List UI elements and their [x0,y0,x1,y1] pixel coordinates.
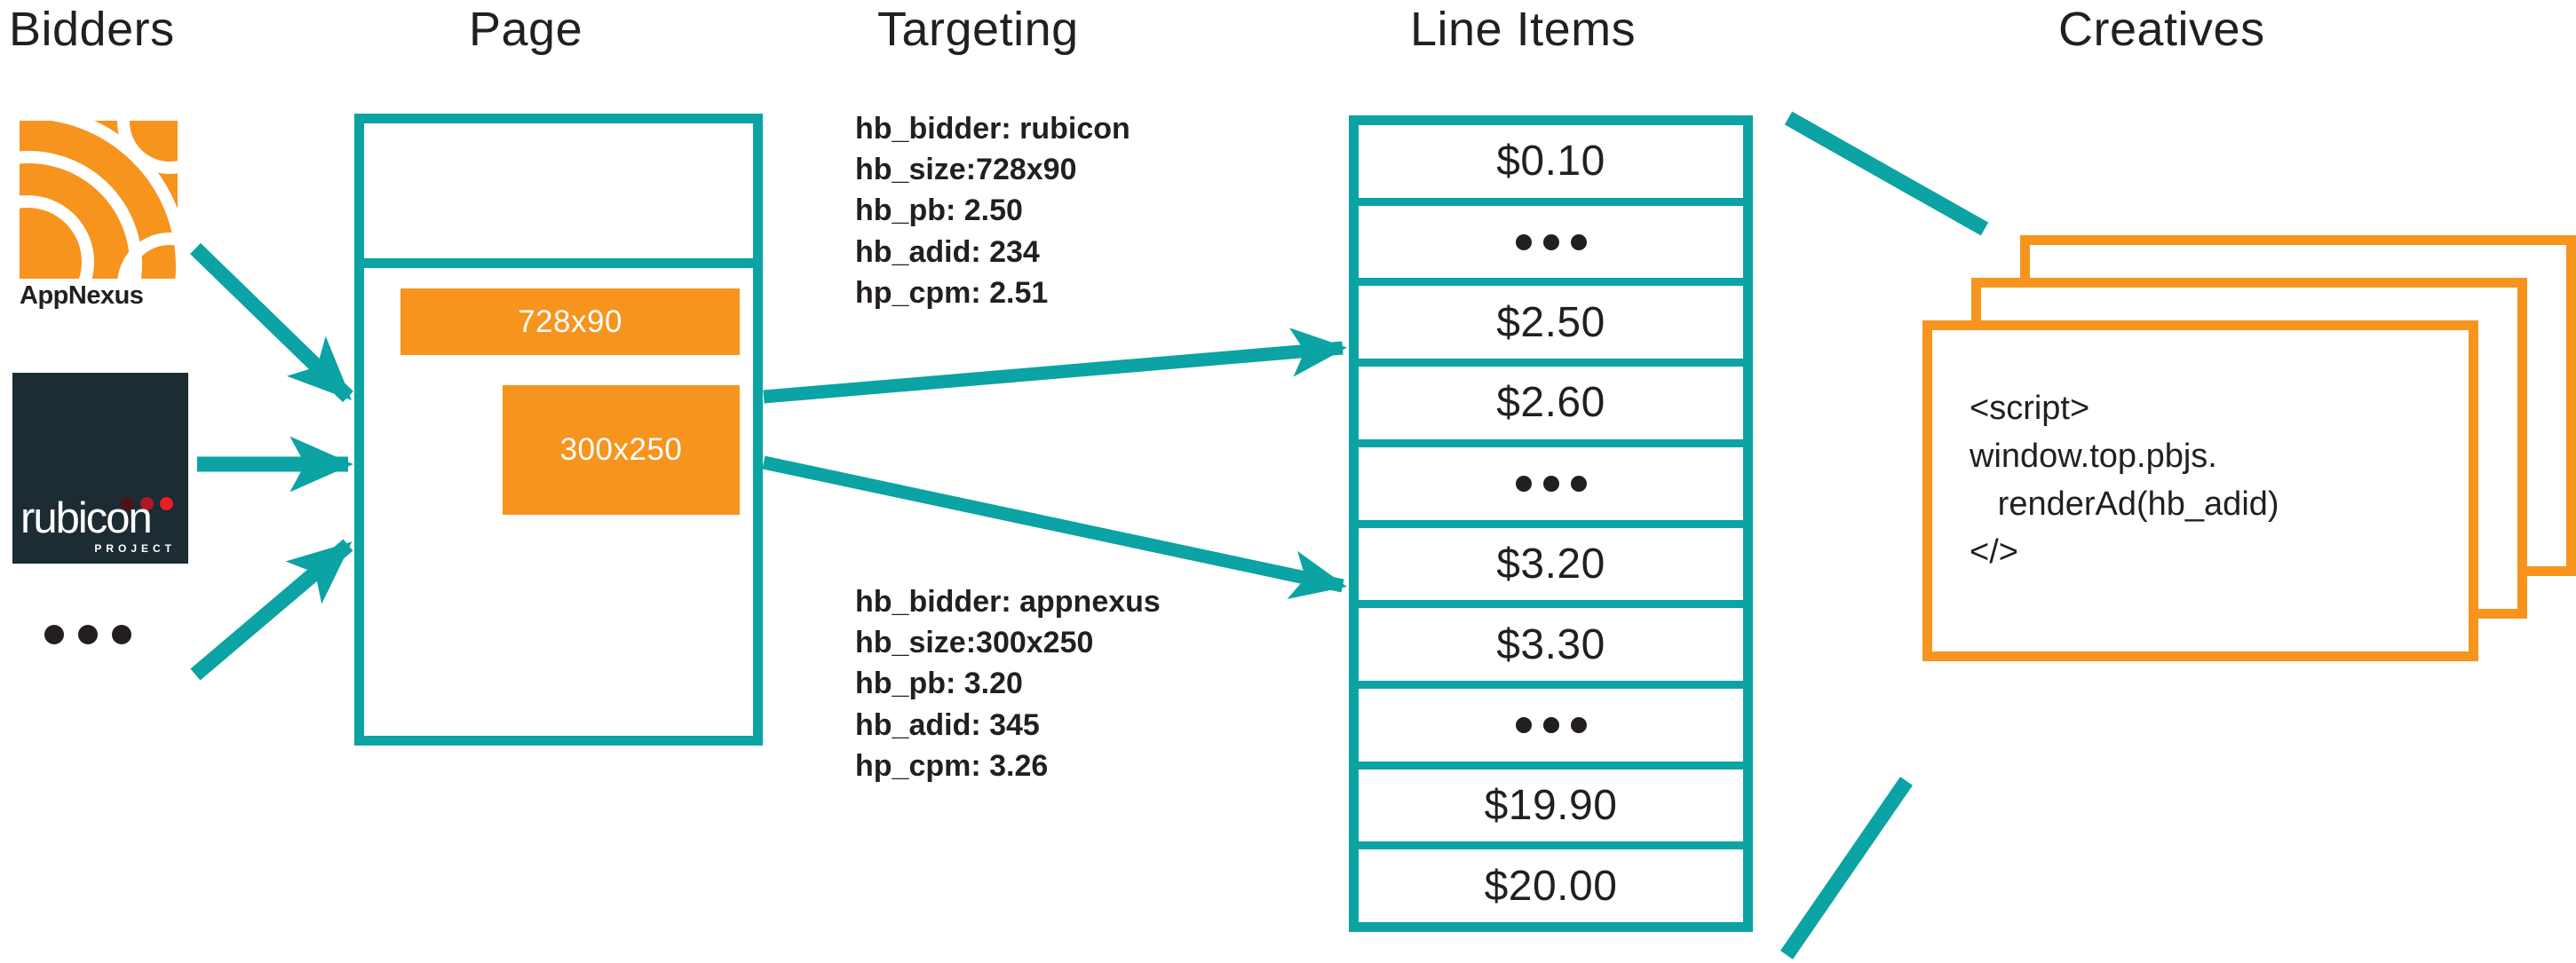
targeting-line-hb-adid: hb_adid: 234 [855,234,1040,269]
bidder-appnexus: AppNexus [20,121,188,311]
column-title-line-items: Line Items [1410,3,1637,56]
rubicon-dots-icon [121,497,173,510]
targeting-line-hb-pb: hb_pb: 3.20 [855,667,1023,701]
rubicon-subtitle: PROJECT [94,542,176,555]
targeting-line-hb-bidder: hb_bidder: appnexus [855,585,1161,619]
targeting-keyvalues-appnexus: hb_bidder: appnexus hb_size:300x250 hb_p… [855,581,1161,786]
ellipsis-dot [112,625,131,644]
line-item-row[interactable]: $3.30 [1359,608,1743,689]
line-item-row-ellipsis [1359,206,1743,287]
column-title-targeting: Targeting [877,3,1079,56]
arrow-page-to-lineitem-320 [762,455,1347,600]
rubicon-project-logo-icon: rubicon PROJECT [12,373,188,564]
connector-lineitems-to-creatives-top [1784,111,1989,236]
arrow-other-bidders-to-page [190,539,353,681]
targeting-line-hb-bidder: hb_bidder: rubicon [855,112,1130,146]
line-items-table: $0.10 $2.50 $2.60 $3.20 $3.30 $19.90 $20… [1349,115,1753,932]
targeting-line-hp-cpm: hp_cpm: 3.26 [855,748,1049,783]
line-item-row[interactable]: $2.50 [1359,286,1743,367]
line-item-row-ellipsis [1359,689,1743,770]
ellipsis-dot [44,625,64,644]
arrow-appnexus-to-page [190,242,353,403]
targeting-line-hb-adid: hb_adid: 345 [855,707,1040,742]
bidders-more-indicator [44,625,131,644]
line-item-row[interactable]: $19.90 [1359,770,1743,850]
targeting-line-hp-cpm: hp_cpm: 2.51 [855,275,1049,310]
rubicon-wordmark: rubicon [20,494,153,542]
line-item-row[interactable]: $3.20 [1359,528,1743,609]
connector-lineitems-to-creatives-bottom [1779,777,1914,959]
creative-card-front[interactable]: <script> window.top.pbjs. renderAd(hb_ad… [1922,320,2478,661]
targeting-line-hb-size: hb_size:300x250 [855,626,1094,660]
ad-slot-medium-rectangle[interactable]: 300x250 [503,385,740,515]
page-header-divider [364,258,753,268]
column-title-creatives: Creatives [2058,3,2265,56]
line-item-row-ellipsis [1359,447,1743,528]
bidder-rubicon-project: rubicon PROJECT [12,373,188,564]
page-frame: 728x90 300x250 [354,114,763,746]
column-title-page: Page [469,3,583,56]
arrow-page-to-lineitem-250 [763,328,1348,404]
column-title-bidders: Bidders [9,3,175,56]
targeting-keyvalues-rubicon: hb_bidder: rubicon hb_size:728x90 hb_pb:… [855,108,1130,313]
line-item-row[interactable]: $0.10 [1359,125,1743,206]
line-item-row[interactable]: $20.00 [1484,862,1618,910]
creative-code-snippet: <script> window.top.pbjs. renderAd(hb_ad… [1970,390,2279,571]
ellipsis-dot [78,625,98,644]
targeting-line-hb-size: hb_size:728x90 [855,153,1077,187]
appnexus-logo-icon [20,121,178,279]
line-item-row[interactable]: $2.60 [1359,367,1743,447]
appnexus-wordmark: AppNexus [20,281,144,310]
ad-slot-leaderboard[interactable]: 728x90 [400,288,740,355]
targeting-line-hb-pb: hb_pb: 2.50 [855,193,1023,228]
